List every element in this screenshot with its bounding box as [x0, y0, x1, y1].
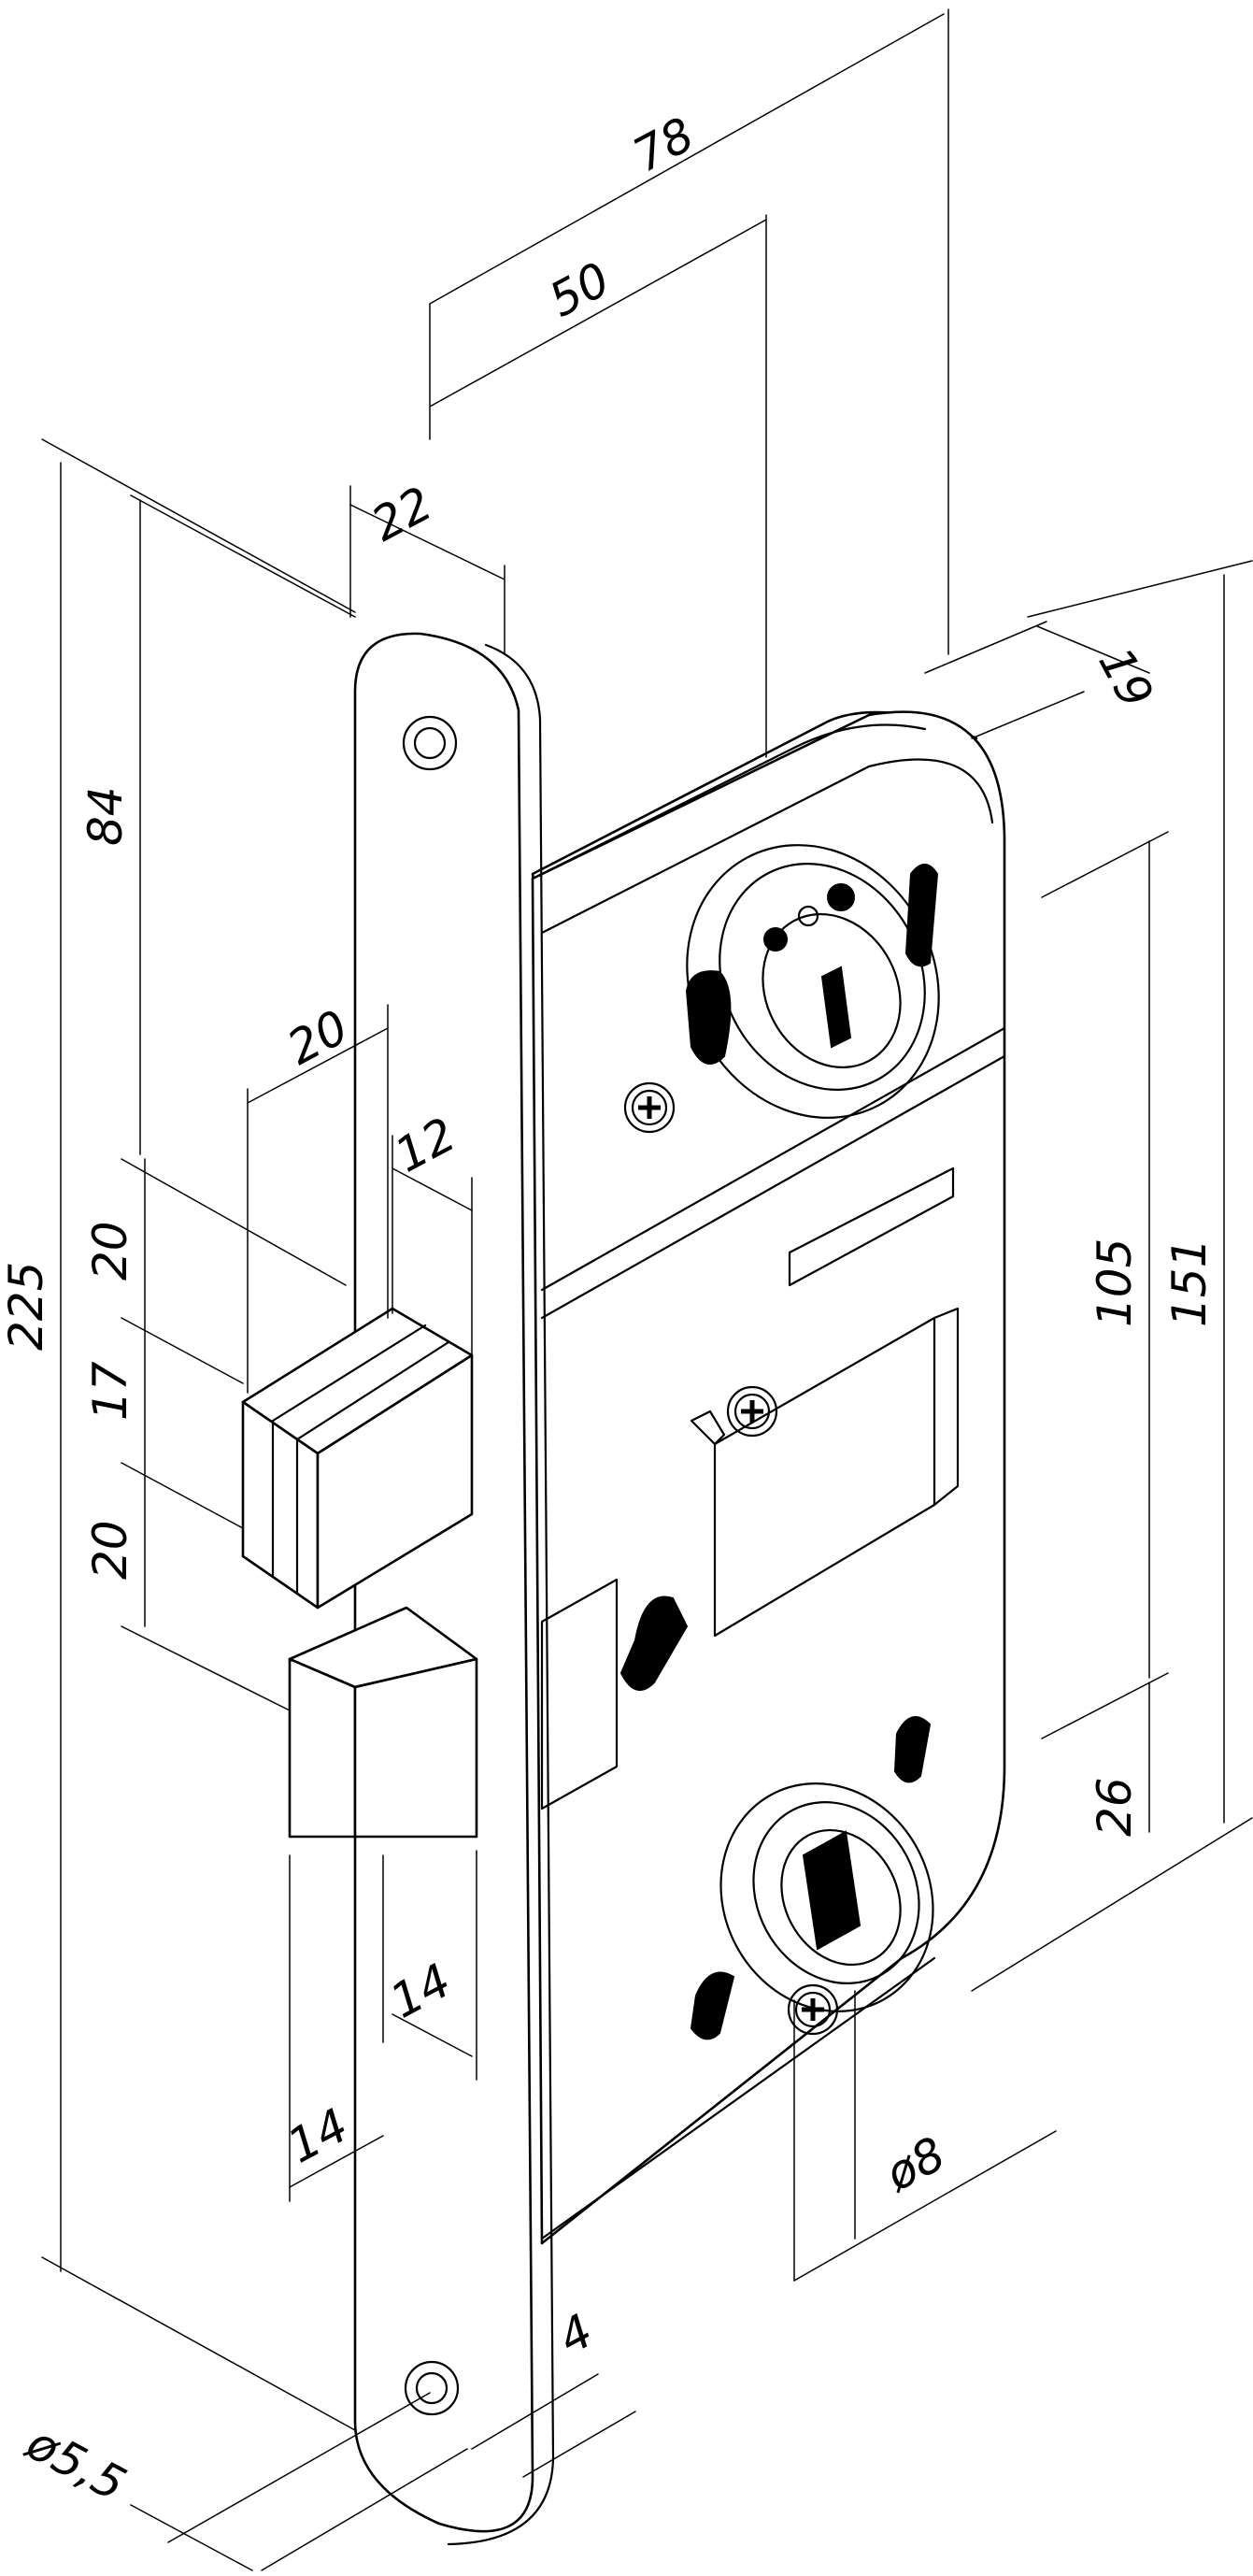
dim-o5-5: ø5,5 — [17, 2415, 134, 2512]
dim-105: 105 — [1088, 1238, 1142, 1327]
dim-84: 84 — [78, 786, 133, 846]
screw-upper — [623, 1081, 676, 1134]
dim-20-top: 20 — [83, 1221, 137, 1281]
dim-o8: ø8 — [876, 2126, 954, 2202]
lock-case — [531, 710, 1006, 2245]
screw-lower — [787, 1983, 839, 2036]
dim-151: 151 — [1162, 1238, 1217, 1327]
dim-17: 17 — [83, 1361, 137, 1421]
faceplate — [353, 632, 555, 2546]
dim-225: 225 — [0, 1262, 53, 1351]
dim-19: 19 — [1088, 638, 1163, 716]
spindle-hub — [690, 1716, 934, 2040]
latch-mechanism — [540, 1307, 960, 1810]
dim-78: 78 — [624, 107, 702, 183]
deadbolt — [241, 1307, 474, 1610]
dim-22: 22 — [363, 477, 440, 552]
dim-14-projection: 14 — [278, 2098, 356, 2174]
dim-20-projection: 20 — [278, 1000, 356, 1076]
dim-50: 50 — [540, 252, 618, 328]
dim-4: 4 — [549, 2303, 601, 2365]
dimension-lines — [41, 8, 1253, 2571]
slot — [788, 1166, 955, 1287]
dim-26: 26 — [1088, 1777, 1142, 1837]
screw-middle — [726, 1385, 778, 1438]
screw-hole-bottom — [404, 2360, 460, 2416]
cylinder-hole — [685, 844, 940, 1119]
screw-hole-top — [402, 715, 458, 771]
latch-bolt — [288, 1606, 478, 1839]
dim-20-bottom: 20 — [83, 1520, 137, 1580]
